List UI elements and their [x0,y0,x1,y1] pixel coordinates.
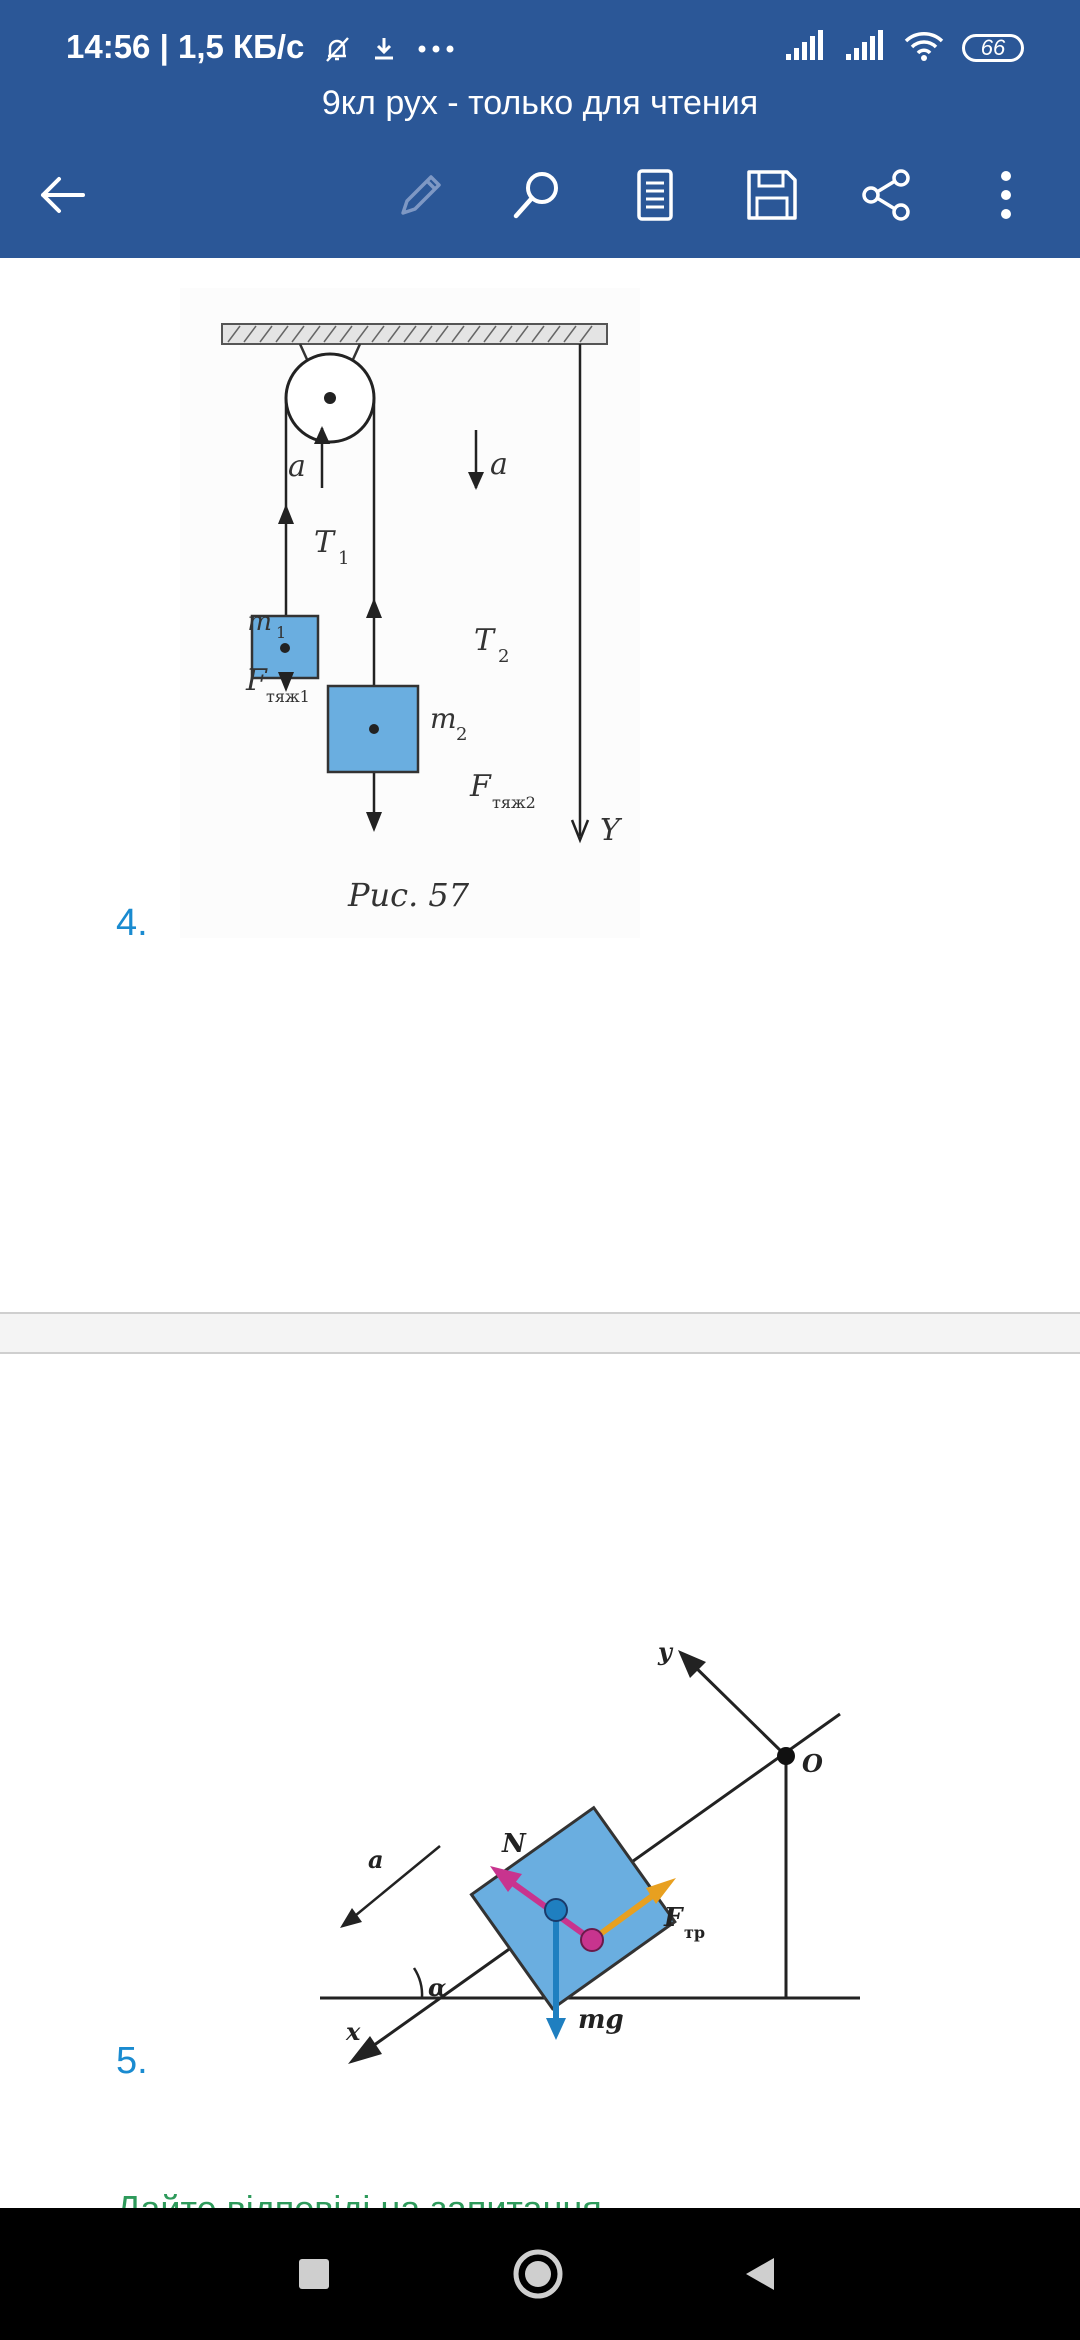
page-separator [0,1312,1080,1354]
triangle-back-icon [746,2258,774,2290]
download-icon [369,28,408,65]
label-alpha: α [428,1973,446,2002]
incline-figure: y O N a F тр mg α x [320,1637,860,2064]
label-a-left: a [288,449,306,484]
signal-icon [844,29,886,67]
back-button[interactable] [28,160,98,230]
app-bar: 14:56 | 1,5 КБ/с 66 9 [0,0,1080,258]
label-m1: m [247,607,272,637]
edit-pencil-icon [401,175,441,215]
bell-off-icon [322,28,361,65]
circle-icon [513,2249,563,2299]
save-icon [747,170,797,220]
more-vertical-icon [1001,171,1011,219]
label-a: a [368,1845,384,1874]
label-Y: Y [600,813,623,848]
label-y-axis: y [657,1637,674,1666]
list-number-3: 3. [116,258,148,267]
figure-caption: Рис. 57 [347,876,470,914]
more-options-button[interactable] [971,160,1041,230]
navigation-bar [0,2208,1080,2340]
status-bar: 14:56 | 1,5 КБ/с 66 [0,22,1080,74]
edit-button[interactable] [386,160,456,230]
reading-view-icon [637,169,673,221]
label-T2-sub: 2 [498,646,509,667]
status-time: 14:56 [66,28,151,65]
list-number-4: 4. [116,902,148,944]
status-separator: | [159,28,178,65]
label-T1: T [314,525,336,560]
wifi-icon [904,30,944,67]
label-m2-sub: 2 [456,724,467,745]
back-arrow-icon [41,177,85,213]
label-F2-sub: тяж2 [492,793,536,812]
more-dots-icon [416,28,456,65]
document-content[interactable]: 3. a a T 1 T 2 m 1 [0,258,1080,2208]
square-icon [299,2259,329,2289]
label-x-axis: x [345,2017,361,2046]
recents-button[interactable] [278,2238,350,2310]
label-mg: mg [578,2005,624,2035]
label-m2: m [430,702,457,735]
search-button[interactable] [502,160,572,230]
label-F1-sub: тяж1 [266,687,310,706]
list-number-5: 5. [116,2040,148,2082]
document-title: 9кл рух - только для чтения [321,84,759,122]
share-button[interactable] [853,160,923,230]
label-Ftr-sub: тр [684,1923,705,1942]
partial-heading: Дайте відповіді на запитання [116,2188,602,2208]
pulley-figure: a a T 1 T 2 m 1 F тяж1 m 2 F тяж2 Y Рис.… [180,288,640,938]
toolbar [0,150,1080,240]
reading-view-button[interactable] [620,160,690,230]
back-nav-button[interactable] [724,2238,796,2310]
signal-icon [784,29,826,67]
status-right: 66 [784,28,1024,68]
label-F1: F [245,663,268,698]
home-button[interactable] [502,2238,574,2310]
label-origin: O [802,1749,823,1778]
battery-icon: 66 [962,34,1024,62]
search-icon [513,172,558,219]
label-T2: T [474,623,496,658]
save-button[interactable] [737,160,807,230]
share-icon [862,169,910,221]
status-speed: 1,5 КБ/с [177,28,305,65]
label-Ftr: F [663,1903,684,1933]
label-a-right: a [490,447,508,482]
label-N: N [501,1829,527,1859]
label-m1-sub: 1 [276,623,286,642]
label-T1-sub: 1 [338,548,349,569]
status-left: 14:56 | 1,5 КБ/с [66,28,456,66]
label-F2: F [469,769,492,804]
